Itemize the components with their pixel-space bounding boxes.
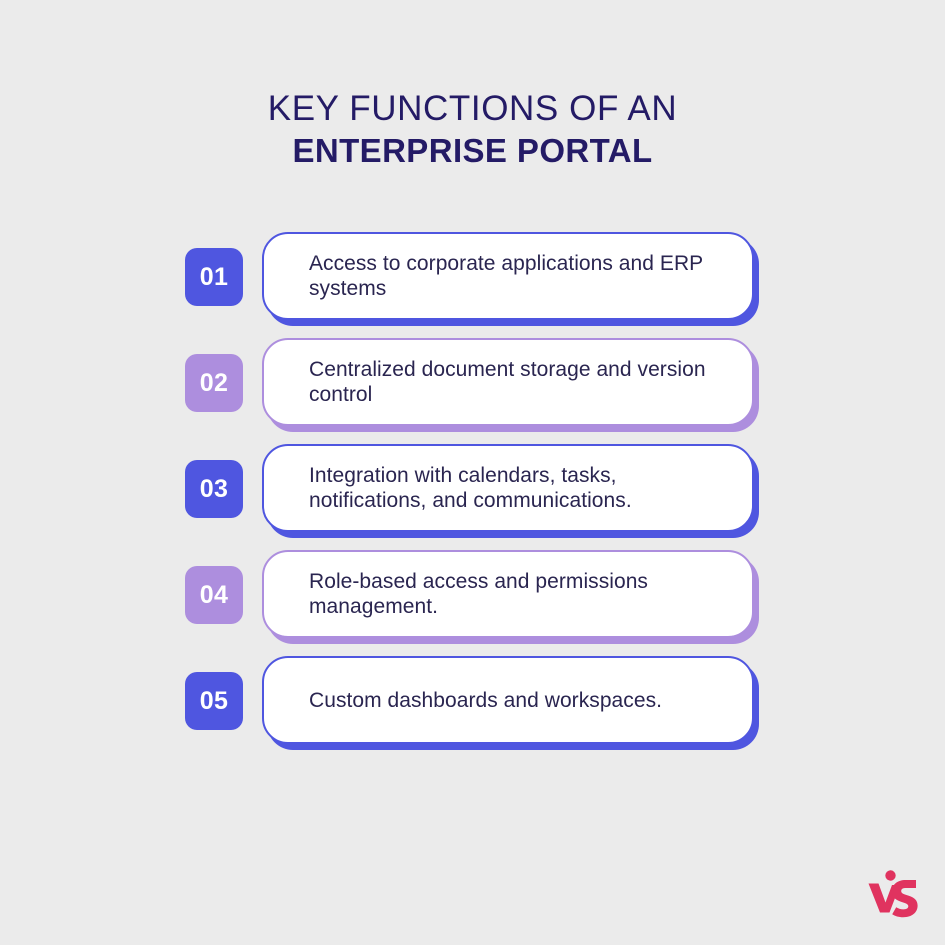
list-item-card: Access to corporate applications and ERP…: [262, 232, 754, 320]
list-item: 03 Integration with calendars, tasks, no…: [185, 444, 765, 550]
list-item: 04 Role-based access and permissions man…: [185, 550, 765, 656]
vs-monogram-logo-icon: [864, 866, 922, 924]
list-item-number-badge: 04: [185, 566, 243, 624]
list-item-text: Custom dashboards and workspaces.: [309, 688, 662, 712]
list-item-text: Role-based access and permissions manage…: [309, 570, 648, 618]
list-item-text: Access to corporate applications and ERP…: [309, 252, 703, 300]
list-item-card-wrapper: Centralized document storage and version…: [262, 338, 759, 432]
list-item-card: Role-based access and permissions manage…: [262, 550, 754, 638]
list-item: 02 Centralized document storage and vers…: [185, 338, 765, 444]
list-item-card: Custom dashboards and workspaces.: [262, 656, 754, 744]
list-item-card-wrapper: Access to corporate applications and ERP…: [262, 232, 759, 326]
list-item-number-badge: 05: [185, 672, 243, 730]
list-item-text: Integration with calendars, tasks, notif…: [309, 464, 632, 512]
page-title: KEY FUNCTIONS OF AN ENTERPRISE PORTAL: [0, 88, 945, 172]
list-item-card-wrapper: Integration with calendars, tasks, notif…: [262, 444, 759, 538]
list-item-card: Centralized document storage and version…: [262, 338, 754, 426]
list-item-card-wrapper: Role-based access and permissions manage…: [262, 550, 759, 644]
list-item-number-badge: 01: [185, 248, 243, 306]
page-title-line-1: KEY FUNCTIONS OF AN: [267, 89, 678, 128]
list-item-card: Integration with calendars, tasks, notif…: [262, 444, 754, 532]
list-item-number-badge: 02: [185, 354, 243, 412]
list-item: 05 Custom dashboards and workspaces.: [185, 656, 765, 762]
list-item: 01 Access to corporate applications and …: [185, 232, 765, 338]
page-title-line-2: ENTERPRISE PORTAL: [292, 132, 653, 169]
functions-list: 01 Access to corporate applications and …: [185, 232, 765, 762]
list-item-card-wrapper: Custom dashboards and workspaces.: [262, 656, 759, 750]
list-item-number-badge: 03: [185, 460, 243, 518]
list-item-text: Centralized document storage and version…: [309, 358, 706, 406]
